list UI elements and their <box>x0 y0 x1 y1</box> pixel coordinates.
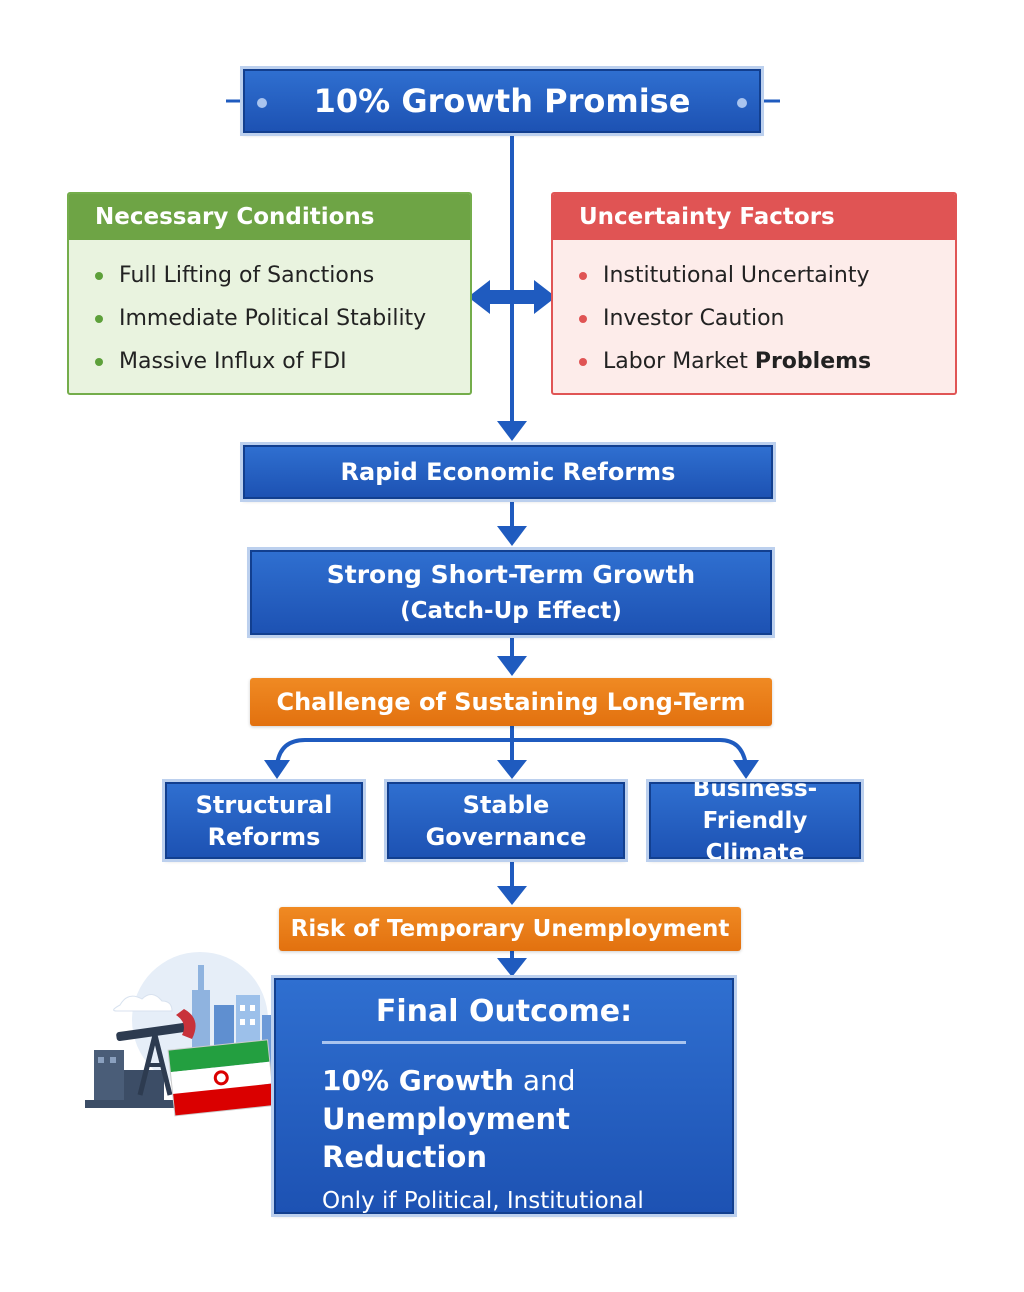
catch-up-effect-label: (Catch-Up Effect) <box>400 597 622 624</box>
arrowhead-final <box>497 958 527 977</box>
list-item-label: Massive Influx of FDI <box>119 349 347 374</box>
branch-label: Climate <box>705 839 805 866</box>
rapid-reforms-box: Rapid Economic Reforms <box>240 442 776 502</box>
arrowhead-governance <box>497 760 527 779</box>
arrow-branch-right <box>512 738 748 766</box>
final-outcome-line-2: Unemployment Reduction <box>322 1102 571 1174</box>
list-item: Institutional Uncertainty <box>579 254 955 297</box>
arrowhead-risk <box>497 886 527 905</box>
challenge-box: Challenge of Sustaining Long-Term <box>250 678 772 726</box>
list-item-label: Labor Market <box>603 349 748 374</box>
title-text: 10% Growth Promise <box>313 82 691 120</box>
branch-label: Reforms <box>207 822 321 851</box>
challenge-label: Challenge of Sustaining Long-Term <box>276 688 746 716</box>
title-box: 10% Growth Promise <box>240 66 764 136</box>
oil-pump-icon <box>85 1009 196 1108</box>
arrowhead-growth <box>497 526 527 546</box>
branch-label: Structural <box>195 790 333 819</box>
list-item: Investor Caution <box>579 297 955 340</box>
branch-label: Stable <box>462 790 550 819</box>
risk-box: Risk of Temporary Unemployment <box>279 907 741 951</box>
short-term-growth-box: Strong Short-Term Growth (Catch-Up Effec… <box>247 547 775 638</box>
necessary-conditions-heading: Necessary Conditions <box>69 194 470 240</box>
double-arrow <box>468 280 556 314</box>
necessary-conditions-list: Full Lifting of Sanctions Immediate Poli… <box>69 240 470 383</box>
final-outcome-divider <box>322 1041 686 1044</box>
title-dot-right <box>737 98 747 108</box>
list-item: Full Lifting of Sanctions <box>95 254 470 297</box>
structural-reforms-box: Structural Reforms <box>162 779 366 862</box>
final-outcome-note-1: Only if Political, Institutional <box>322 1188 644 1214</box>
branch-label: Business-Friendly <box>692 775 818 834</box>
list-item-label: Full Lifting of Sanctions <box>119 263 375 288</box>
arrowhead-structural <box>264 760 290 779</box>
red-bullet-icon <box>579 314 587 323</box>
uncertainty-factors-list: Institutional Uncertainty Investor Cauti… <box>553 240 955 383</box>
red-bullet-icon <box>579 357 587 366</box>
final-outcome-heading: Final Outcome: <box>375 994 633 1029</box>
list-item-emphasis: Problems <box>754 349 872 374</box>
short-term-growth-label: Strong Short-Term Growth <box>326 559 696 589</box>
arrowhead-reforms <box>497 421 527 441</box>
iran-flag-icon <box>167 1039 275 1117</box>
list-item-label: Investor Caution <box>603 306 785 331</box>
red-bullet-icon <box>579 271 587 280</box>
uncertainty-factors-panel: Uncertainty Factors Institutional Uncert… <box>551 192 957 395</box>
branch-label: Governance <box>425 822 587 851</box>
final-outcome-note-2: and Geopolitical Factors Align <box>322 1222 664 1248</box>
illustration <box>85 952 276 1117</box>
arrow-branch-left <box>275 738 512 766</box>
growth-target-label: 10% Growth <box>322 1064 514 1097</box>
green-bullet-icon <box>95 314 103 323</box>
green-bullet-icon <box>95 357 103 366</box>
final-outcome-box: Final Outcome: 10% Growth and Unemployme… <box>271 975 737 1248</box>
uncertainty-factors-heading: Uncertainty Factors <box>553 194 955 240</box>
conjunction-label: and <box>522 1064 576 1097</box>
risk-label: Risk of Temporary Unemployment <box>290 916 730 942</box>
necessary-conditions-panel: Necessary Conditions Full Lifting of San… <box>67 192 472 395</box>
title-dot-left <box>257 98 267 108</box>
arrowhead-challenge <box>497 656 527 676</box>
green-bullet-icon <box>95 271 103 280</box>
final-outcome-line-1: 10% Growth and <box>322 1062 732 1100</box>
list-item-label: Immediate Political Stability <box>119 306 427 331</box>
list-item: Immediate Political Stability <box>95 297 470 340</box>
stable-governance-box: Stable Governance <box>384 779 628 862</box>
list-item: Massive Influx of FDI <box>95 340 470 383</box>
business-climate-box: Business-Friendly Climate <box>646 776 864 866</box>
list-item-label: Institutional Uncertainty <box>603 263 870 288</box>
rapid-reforms-label: Rapid Economic Reforms <box>340 458 676 486</box>
